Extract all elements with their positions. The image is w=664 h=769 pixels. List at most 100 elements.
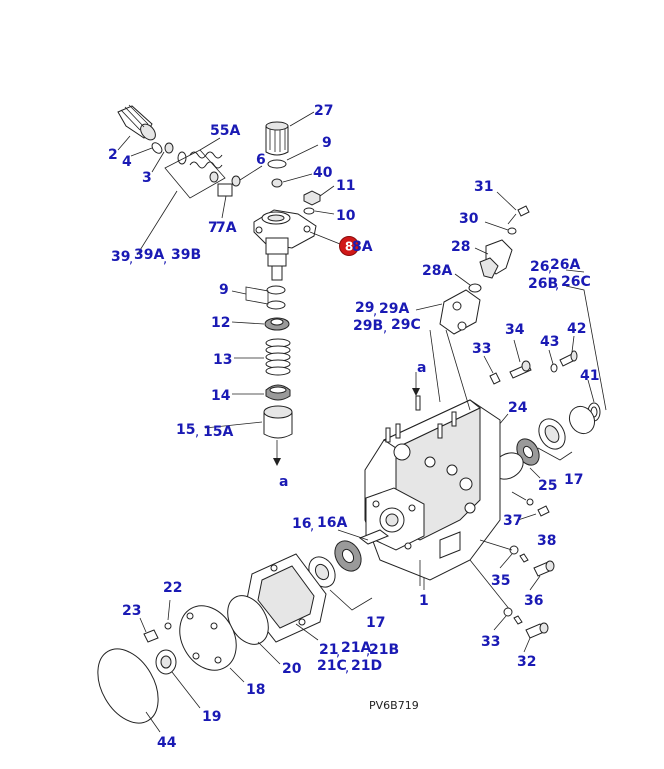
label-8A[interactable]: 8A — [352, 239, 373, 255]
label-37[interactable]: 37 — [503, 513, 522, 529]
label-9-top[interactable]: 9 — [322, 135, 332, 151]
flow-marker-left: a — [279, 474, 288, 490]
label-25[interactable]: 25 — [538, 478, 557, 494]
part-27-drawing — [265, 121, 289, 156]
label-17-right[interactable]: 17 — [564, 472, 583, 488]
label-36[interactable]: 36 — [524, 593, 543, 609]
label-21D[interactable]: 21D — [351, 658, 382, 674]
part-8-drawing — [253, 209, 317, 281]
part-42-drawing — [559, 350, 578, 367]
part-23-drawing — [143, 629, 159, 643]
label-16[interactable]: 16 — [292, 516, 311, 532]
label-13[interactable]: 13 — [213, 352, 232, 368]
label-26B[interactable]: 26B — [528, 276, 558, 292]
label-43[interactable]: 43 — [540, 334, 559, 350]
label-34[interactable]: 34 — [505, 322, 525, 338]
part-19-drawing — [155, 649, 177, 675]
svg-text:,: , — [555, 278, 559, 293]
part-9-mid-drawing-b — [266, 300, 286, 310]
label-39B[interactable]: 39B — [171, 247, 201, 263]
label-15A[interactable]: 15A — [203, 424, 233, 440]
label-14[interactable]: 14 — [211, 388, 231, 404]
svg-text:,: , — [310, 519, 314, 534]
part-9-mid-drawing-a — [266, 285, 286, 295]
label-21C[interactable]: 21C — [317, 658, 347, 674]
label-22[interactable]: 22 — [163, 580, 182, 596]
part-40-drawing — [271, 178, 283, 188]
part-43-drawing — [550, 363, 558, 373]
label-30[interactable]: 30 — [459, 211, 479, 227]
label-9-mid[interactable]: 9 — [219, 282, 229, 298]
label-44[interactable]: 44 — [157, 735, 177, 751]
label-21A[interactable]: 21A — [341, 640, 371, 656]
part-13-drawing — [265, 338, 291, 376]
part-31-drawing — [507, 205, 530, 225]
svg-text:,: , — [195, 425, 199, 440]
svg-text:,: , — [336, 645, 340, 660]
svg-text:,: , — [129, 252, 133, 267]
label-2[interactable]: 2 — [108, 147, 118, 163]
label-3[interactable]: 3 — [142, 170, 152, 186]
label-7A[interactable]: 7A — [216, 220, 237, 236]
part-55A-drawing — [177, 151, 223, 183]
label-12[interactable]: 12 — [211, 315, 230, 331]
label-23[interactable]: 23 — [122, 603, 141, 619]
part-37-drawing — [526, 498, 534, 506]
label-55A[interactable]: 55A — [210, 123, 240, 139]
label-39[interactable]: 39 — [111, 249, 130, 265]
label-31[interactable]: 31 — [474, 179, 493, 195]
part-14-drawing — [265, 384, 291, 401]
label-16A[interactable]: 16A — [317, 515, 347, 531]
label-18[interactable]: 18 — [246, 682, 265, 698]
label-6[interactable]: 6 — [256, 152, 266, 168]
highlight-badge-label: 8 — [345, 240, 353, 254]
label-11[interactable]: 11 — [336, 178, 355, 194]
label-4[interactable]: 4 — [122, 154, 132, 170]
label-33-top[interactable]: 33 — [472, 341, 491, 357]
label-26[interactable]: 26 — [530, 259, 549, 275]
label-21B[interactable]: 21B — [369, 642, 399, 658]
svg-text:,: , — [366, 644, 370, 659]
label-29[interactable]: 29 — [355, 300, 374, 316]
svg-text:,: , — [373, 304, 377, 319]
label-33-low[interactable]: 33 — [481, 634, 500, 650]
label-24[interactable]: 24 — [508, 400, 528, 416]
label-10[interactable]: 10 — [336, 208, 356, 224]
label-35[interactable]: 35 — [491, 573, 510, 589]
part-1-pump-body-drawing — [358, 395, 501, 590]
label-29C[interactable]: 29C — [391, 317, 421, 333]
label-42[interactable]: 42 — [567, 321, 586, 337]
part-11-drawing — [303, 190, 321, 206]
label-38[interactable]: 38 — [537, 533, 556, 549]
label-7[interactable]: 7 — [208, 220, 218, 236]
part-28A-drawing — [468, 283, 482, 293]
part-4-drawing — [151, 142, 163, 154]
label-21[interactable]: 21 — [319, 642, 338, 658]
part-32-drawing — [525, 622, 549, 639]
label-29B[interactable]: 29B — [353, 318, 383, 334]
label-32[interactable]: 32 — [517, 654, 536, 670]
svg-text:,: , — [383, 321, 387, 336]
label-39A[interactable]: 39A — [134, 247, 164, 263]
label-40[interactable]: 40 — [313, 165, 333, 181]
label-17-low[interactable]: 17 — [366, 615, 385, 631]
flow-marker-center: a — [417, 360, 426, 376]
part-7-drawing — [217, 183, 233, 197]
part-9-top-drawing — [267, 159, 287, 169]
label-20[interactable]: 20 — [282, 661, 302, 677]
label-15[interactable]: 15 — [176, 422, 195, 438]
label-26C[interactable]: 26C — [561, 274, 591, 290]
label-41[interactable]: 41 — [580, 368, 599, 384]
svg-text:,: , — [345, 661, 349, 676]
label-29A[interactable]: 29A — [379, 301, 409, 317]
label-28A[interactable]: 28A — [422, 263, 452, 279]
label-19[interactable]: 19 — [202, 709, 221, 725]
label-1[interactable]: 1 — [419, 593, 429, 609]
label-27[interactable]: 27 — [314, 103, 333, 119]
part-2-drawing — [117, 104, 156, 141]
part-18-drawing — [179, 605, 237, 671]
highlight-badge[interactable] — [339, 236, 359, 256]
label-28[interactable]: 28 — [451, 239, 470, 255]
part-17-right-drawing — [538, 405, 596, 450]
label-26A[interactable]: 26A — [550, 257, 580, 273]
